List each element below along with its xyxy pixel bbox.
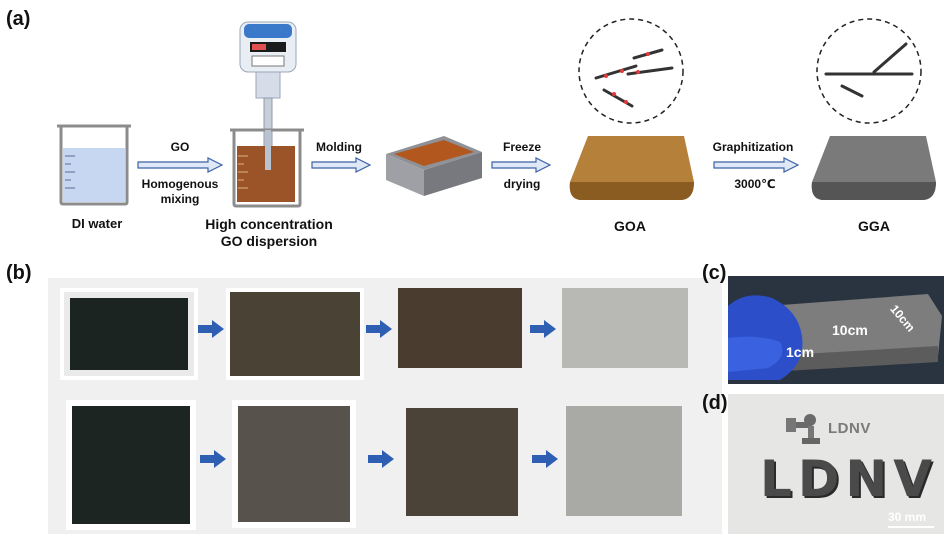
panel-label-b: (b) [6,262,32,284]
photo-goa-rect [398,288,522,368]
arrow-b-6-icon [532,450,558,468]
photo-ldnv-letters: LDNV LDNV 30 mm [728,394,944,534]
label-graphitization: Graphitization [712,140,794,154]
photo-go-dispersion-square [66,400,196,530]
label-go-dispersion: GO dispersion [220,233,318,249]
panel-b-photo-grid [48,278,722,534]
goa-block-icon [569,136,694,200]
photo-gga-square [566,406,682,516]
label-dim-10cm-front: 10cm [832,322,868,338]
label-go: GO [170,140,190,154]
panel-label-d: (d) [702,392,728,414]
robot-arm-logo-icon [786,414,820,444]
beaker-di-water-icon [57,124,131,206]
scale-bar-label: 30 mm [888,510,927,524]
label-goa: GOA [614,218,646,234]
label-drying: drying [503,177,541,191]
gga-slab-hand-icon [728,294,942,380]
label-di-water: DI water [71,216,123,231]
arrow-b-5-icon [368,450,394,468]
ldnv-letter-blocks: LDNV [760,450,938,508]
arrow-go-mixing-icon [137,157,224,173]
label-high-concentration: High concentration [205,216,333,232]
label-mixing: mixing [160,192,200,206]
mold-box-icon [386,136,482,196]
photo-frozen-square [232,400,356,528]
goa-structure-circle-icon [578,18,684,124]
scale-bar [888,526,934,528]
arrow-graphitization-icon [713,157,800,173]
arrow-b-2-icon [366,320,392,338]
logo-text-small: LDNV [828,420,871,437]
label-freeze: Freeze [502,140,542,154]
arrow-b-3-icon [530,320,556,338]
homogenizer-icon [230,21,304,208]
arrow-freeze-drying-icon [491,157,552,173]
label-gga: GGA [858,218,890,234]
panel-label-c: (c) [702,262,727,284]
label-dim-1cm: 1cm [786,344,815,360]
panel-label-a: (a) [6,8,31,30]
arrow-b-1-icon [198,320,224,338]
label-molding: Molding [316,140,362,154]
label-homogenous: Homogenous [141,177,219,191]
photo-goa-square [406,408,518,516]
gga-structure-circle-icon [816,18,922,124]
arrow-b-4-icon [200,450,226,468]
photo-frozen-rect [226,288,364,380]
arrow-molding-icon [311,157,372,173]
photo-gga-rect [562,288,688,368]
label-temperature: 3000℃ [734,177,776,191]
photo-go-dispersion-rect [60,288,198,380]
gga-block-icon [811,136,936,200]
photo-gga-block-hand: 10cm 10cm 1cm [728,276,944,384]
